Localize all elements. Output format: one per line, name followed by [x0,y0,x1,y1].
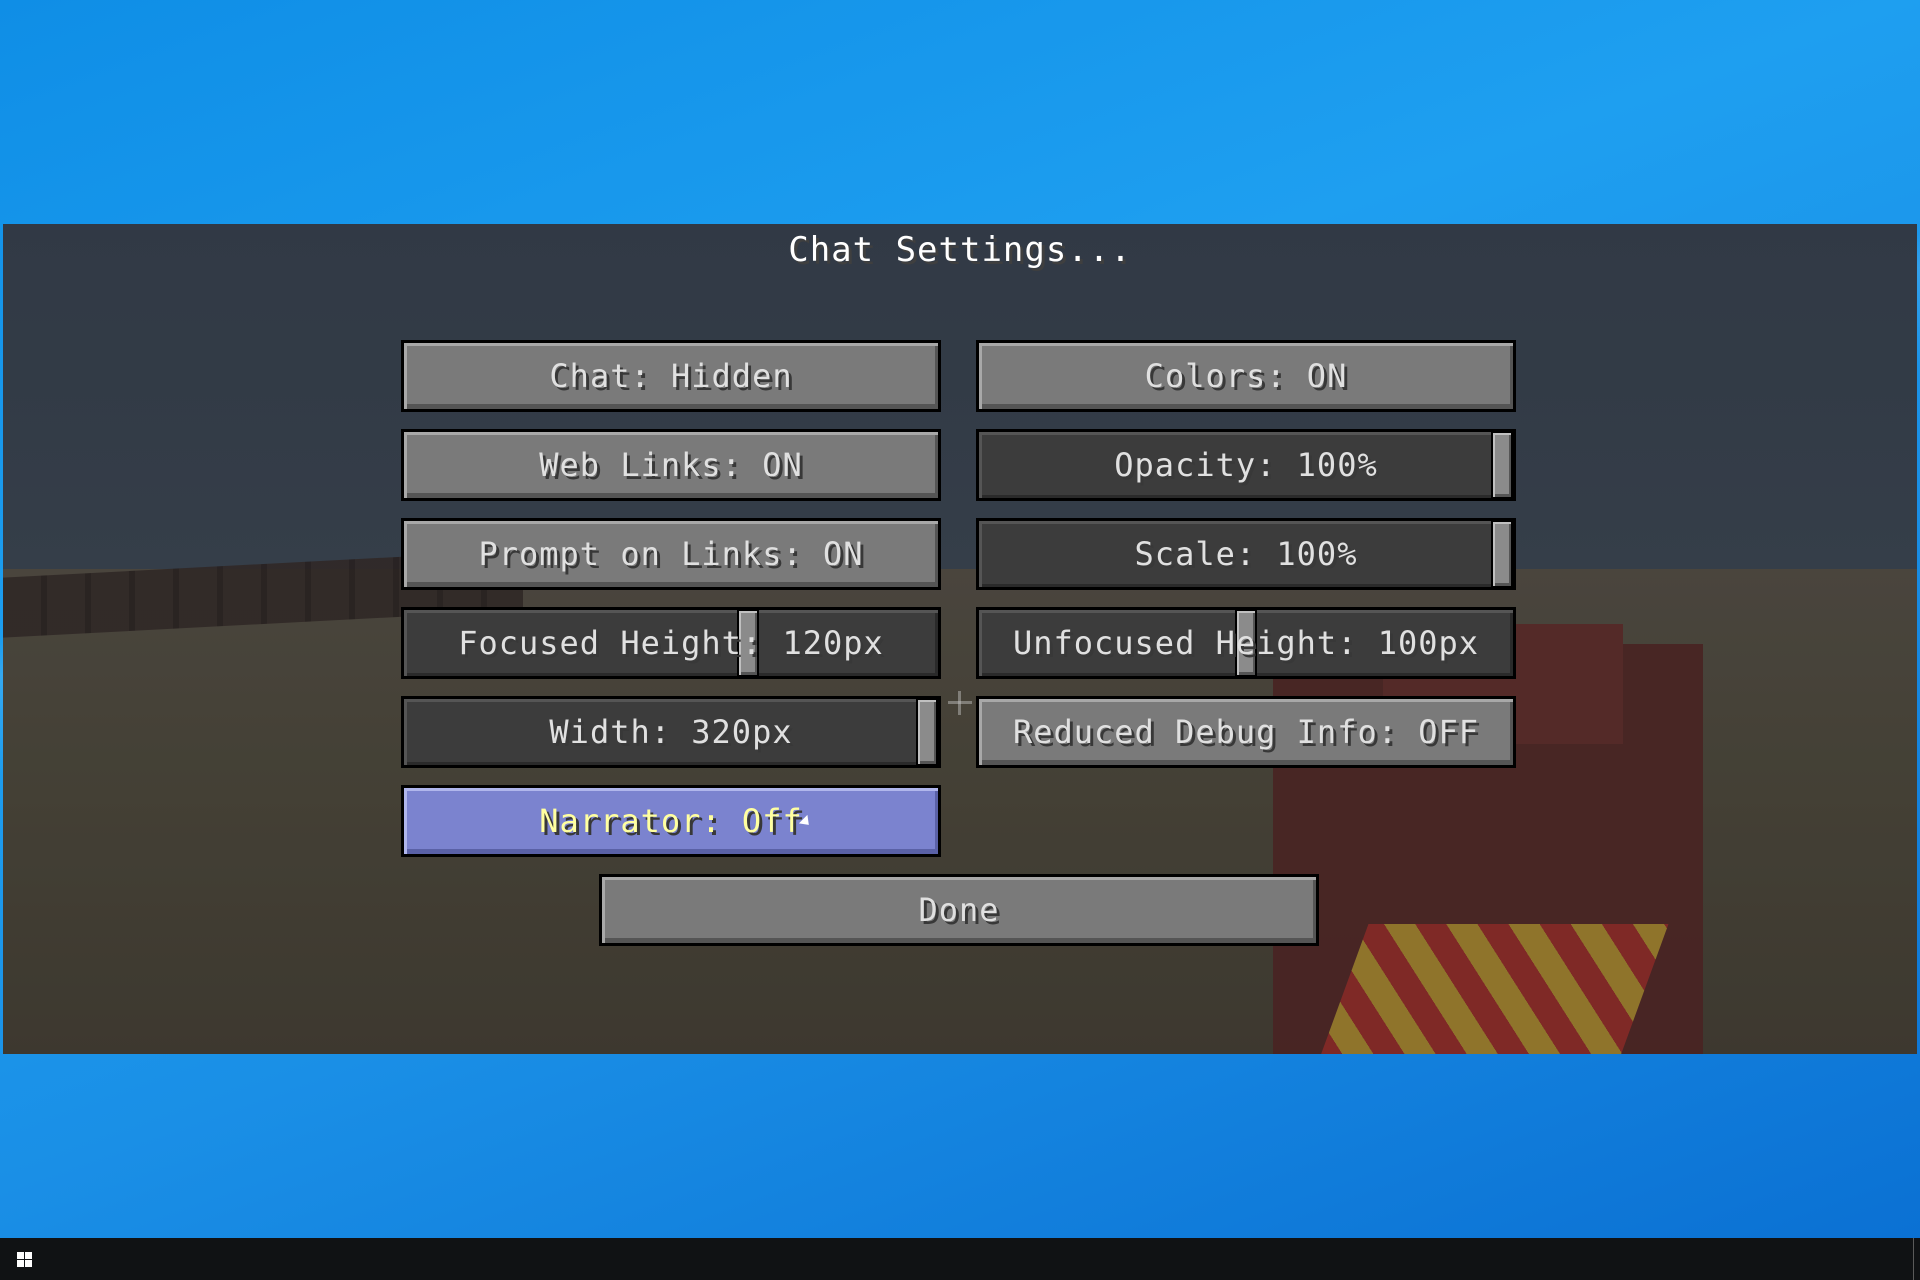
reduced-debug-info-button[interactable]: Reduced Debug Info: OFF [976,696,1516,768]
unfocused-height-slider-handle[interactable] [1235,609,1257,677]
done-label: Done [918,891,1000,929]
windows-logo-icon [16,1251,32,1267]
focused-height-slider[interactable]: Focused Height: 120px [401,607,941,679]
narrator-button[interactable]: Narrator: Off [401,785,941,857]
game-window: Chat Settings... Chat: Hidden Colors: ON… [3,224,1917,1054]
game-sky [3,224,1917,569]
prompt-on-links-button[interactable]: Prompt on Links: ON [401,518,941,590]
unfocused-height-label: Unfocused Height: 100px [1012,624,1480,662]
crosshair-icon-vertical [958,691,961,715]
colors-button[interactable]: Colors: ON [976,340,1516,412]
opacity-label: Opacity: 100% [1114,446,1378,484]
focused-height-label: Focused Height: 120px [458,624,884,662]
narrator-label: Narrator: Off [539,802,803,840]
width-label: Width: 320px [549,713,793,751]
opacity-slider-handle[interactable] [1491,431,1513,499]
taskbar [0,1238,1920,1280]
scale-label: Scale: 100% [1134,535,1358,573]
start-button[interactable] [0,1238,48,1280]
chat-visibility-button[interactable]: Chat: Hidden [401,340,941,412]
colors-label: Colors: ON [1144,357,1348,395]
done-button[interactable]: Done [599,874,1319,946]
crosshair-icon [948,701,972,704]
scale-slider-handle[interactable] [1491,520,1513,588]
chat-visibility-label: Chat: Hidden [549,357,793,395]
prompt-on-links-label: Prompt on Links: ON [478,535,864,573]
focused-height-slider-handle[interactable] [737,609,759,677]
web-links-button[interactable]: Web Links: ON [401,429,941,501]
opacity-slider[interactable]: Opacity: 100% [976,429,1516,501]
width-slider[interactable]: Width: 320px [401,696,941,768]
show-desktop-button[interactable] [1913,1238,1920,1280]
web-links-label: Web Links: ON [539,446,803,484]
width-slider-handle[interactable] [916,698,938,766]
scale-slider[interactable]: Scale: 100% [976,518,1516,590]
screen-title: Chat Settings... [788,230,1132,270]
reduced-debug-info-label: Reduced Debug Info: OFF [1012,713,1480,751]
unfocused-height-slider[interactable]: Unfocused Height: 100px [976,607,1516,679]
